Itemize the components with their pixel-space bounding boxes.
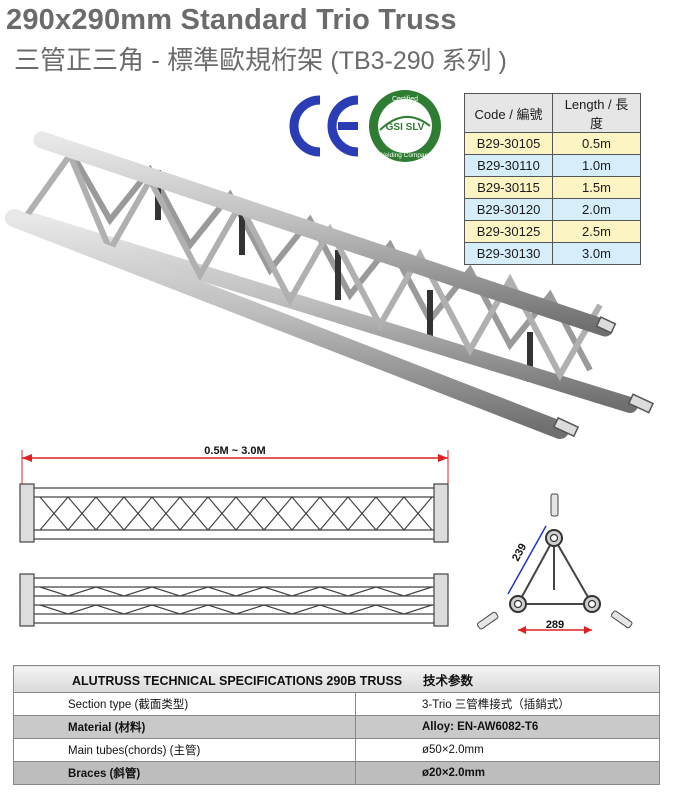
spec-label: Material (材料) [13,715,356,739]
spec-row: Main tubes(chords) (主管) ø50×2.0mm [13,738,660,762]
page-title: 290x290mm Standard Trio Truss [6,4,457,36]
code-table-header: Code / 編號 Length / 長度 [464,93,641,133]
technical-spec-table: ALUTRUSS TECHNICAL SPECIFICATIONS 290B T… [13,665,660,785]
gsi-slv-text: GSI SLV [386,122,425,133]
side-view-bottom [19,573,449,627]
spec-row: Braces (斜管) ø20×2.0mm [13,761,660,785]
page-subtitle: 三管正三角 - 標準歐規桁架 (TB3-290 系列 ) [14,40,507,77]
subtitle-series: (TB3-290 系列 ) [330,47,507,75]
truss-cross-section-drawing: 239 289 [476,493,633,634]
spec-value: 3-Trio 三管榫接式（插銷式） [355,692,660,716]
code-cell: B29-30120 [464,198,553,221]
code-length-table: Code / 編號 Length / 長度 B29-30105 0.5m B29… [464,93,641,265]
spec-row: Section type (截面类型) 3-Trio 三管榫接式（插銷式） [13,692,660,716]
side-dimension: 239 [507,525,547,595]
spec-title-chinese: 技术参数 [422,673,473,688]
code-cell: B29-30130 [464,242,553,265]
length-cell: 3.0m [552,242,641,265]
code-cell: B29-30115 [464,176,553,199]
length-dimension: 0.5M ~ 3.0M [21,445,449,488]
spec-header-row: ALUTRUSS TECHNICAL SPECIFICATIONS 290B T… [13,665,660,693]
length-column-header: Length / 長度 [552,93,641,133]
gsi-slv-seal-icon: Certified GSI SLV Welding Company [369,90,441,162]
length-cell: 2.0m [552,198,641,221]
code-cell: B29-30125 [464,220,553,243]
ce-logo-icon [289,95,359,157]
base-dimension-label: 289 [546,619,564,631]
spec-value: ø20×2.0mm [355,761,660,785]
truss-side-views-drawing: 0.5M ~ 3.0M [19,445,449,627]
spec-header: ALUTRUSS TECHNICAL SPECIFICATIONS 290B T… [13,665,660,693]
side-view-top [19,483,449,543]
truss-3d-render-image [5,131,654,439]
subtitle-main: 三管正三角 - 標準歐規桁架 [14,45,324,75]
table-row: B29-30110 1.0m [464,154,641,177]
code-column-header: Code / 編號 [464,93,553,133]
length-range-label: 0.5M ~ 3.0M [204,445,265,457]
length-cell: 0.5m [552,132,641,155]
spec-title: ALUTRUSS TECHNICAL SPECIFICATIONS 290B T… [72,673,403,688]
spec-row: Material (材料) Alloy: EN-AW6082-T6 [13,715,660,739]
gsi-certified-text: Certified [392,96,418,103]
table-row: B29-30130 3.0m [464,242,641,265]
spec-value: Alloy: EN-AW6082-T6 [355,715,660,739]
spec-value: ø50×2.0mm [355,738,660,762]
base-dimension: 289 [518,619,592,634]
spec-label: Braces (斜管) [13,761,356,785]
table-row: B29-30120 2.0m [464,198,641,221]
table-row: B29-30115 1.5m [464,176,641,199]
spec-label: Main tubes(chords) (主管) [13,738,356,762]
code-cell: B29-30110 [464,154,553,177]
gsi-company-text: Welding Company [379,152,433,159]
certification-logos: Certified GSI SLV Welding Company [289,90,441,162]
length-cell: 1.5m [552,176,641,199]
spec-label: Section type (截面类型) [13,692,356,716]
